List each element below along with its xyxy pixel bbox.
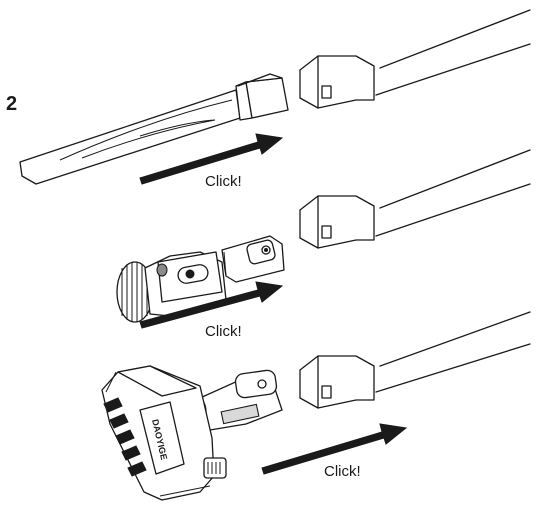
wand-tube-1 <box>299 9 531 109</box>
crevice-tool <box>19 73 289 185</box>
wand-tube-2 <box>299 149 531 249</box>
turbo-brush: DAOYIGE <box>101 365 283 501</box>
step-number: 2 <box>6 93 17 115</box>
click-arrow-2 <box>139 281 284 329</box>
wand-tube-3 <box>299 311 531 409</box>
click-arrow-3 <box>261 423 408 475</box>
mini-brush <box>116 235 285 323</box>
click-label-2: Click! <box>205 323 242 340</box>
click-arrow-1 <box>139 133 284 185</box>
click-label-1: Click! <box>205 173 242 190</box>
click-label-3: Click! <box>324 463 361 480</box>
